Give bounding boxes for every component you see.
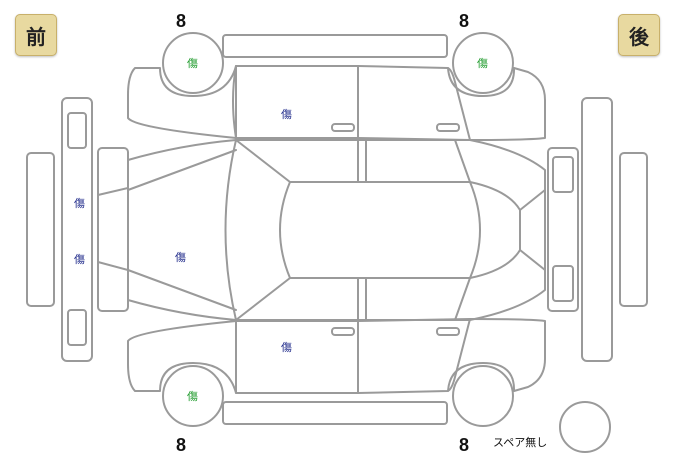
front-bumper-side: [61, 97, 93, 362]
damage-mark-bumper-2: 傷: [74, 253, 85, 266]
tire-rear-top: [452, 32, 514, 94]
damage-mark-tire-rear-top: 傷: [477, 57, 488, 70]
tire-front-top: [162, 32, 224, 94]
tread-front-right: 8: [176, 435, 187, 455]
damage-mark-hood: 傷: [175, 251, 186, 264]
spare-tire: [559, 401, 611, 453]
rear-bumper-side: [581, 97, 613, 362]
damage-mark-tire-front-top: 傷: [187, 57, 198, 70]
tread-rear-right: 8: [459, 435, 470, 455]
tire-rear-bottom: [452, 365, 514, 427]
tread-front-left: 8: [176, 11, 187, 31]
damage-mark-tire-front-bottom: 傷: [187, 390, 198, 403]
tire-front-bottom: [162, 365, 224, 427]
rear-badge: 後: [618, 14, 660, 56]
rear-bumper-bar: [619, 152, 648, 307]
rear-panel: [547, 147, 579, 312]
top-side-bar: [222, 34, 448, 58]
bottom-side-bar: [222, 401, 448, 425]
damage-mark-bumper-1: 傷: [74, 197, 85, 210]
front-grille: [97, 147, 129, 312]
front-bumper-bar: [26, 152, 55, 307]
damage-mark-door-bottom: 傷: [281, 341, 292, 354]
damage-mark-door-top: 傷: [281, 108, 292, 121]
spare-label: スペア無し: [493, 436, 548, 449]
front-badge: 前: [15, 14, 57, 56]
tread-rear-left: 8: [459, 11, 470, 31]
